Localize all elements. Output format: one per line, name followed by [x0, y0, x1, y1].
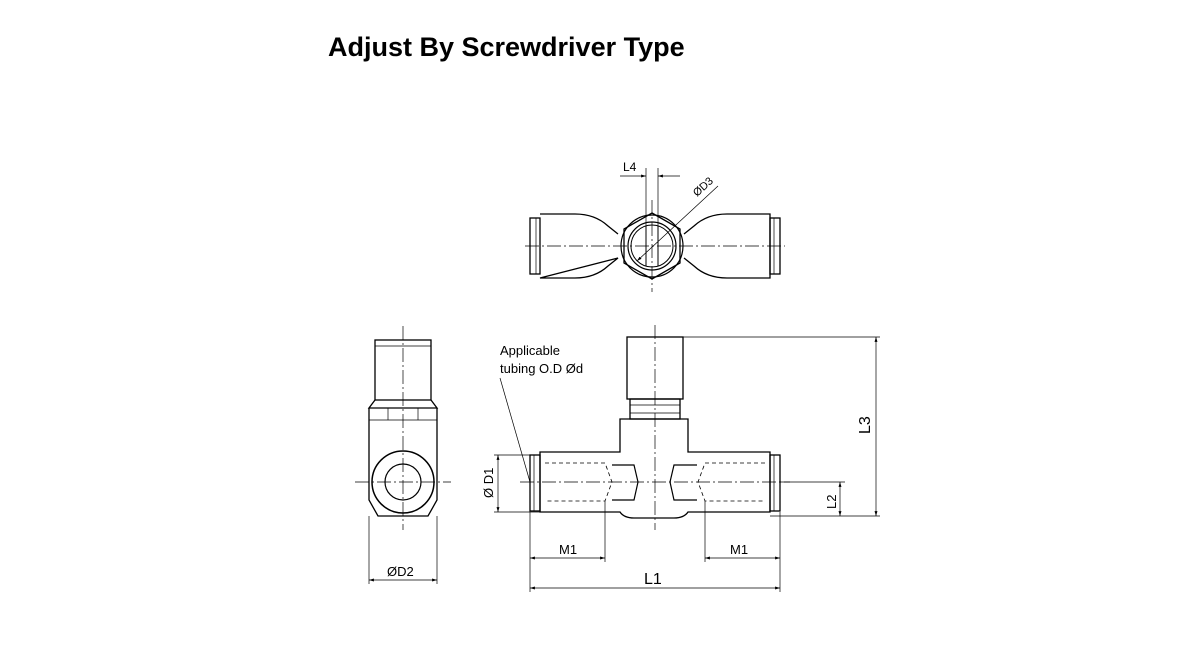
label-l1: L1: [644, 571, 662, 588]
label-m1-right: M1: [730, 542, 748, 557]
label-d1: Ø D1: [481, 468, 496, 498]
label-d2: ØD2: [387, 564, 414, 579]
label-l4: L4: [623, 160, 637, 174]
front-view: [494, 325, 880, 592]
label-m1-left: M1: [559, 542, 577, 557]
label-d3: ØD3: [691, 175, 716, 199]
side-view: [355, 326, 451, 584]
label-applicable-line1: Applicable: [500, 343, 560, 358]
label-applicable-line2: tubing O.D Ød: [500, 361, 583, 376]
page-title: Adjust By Screwdriver Type: [328, 32, 685, 62]
label-l3: L3: [857, 416, 874, 434]
top-view: [525, 168, 785, 292]
label-l2: L2: [824, 495, 839, 509]
